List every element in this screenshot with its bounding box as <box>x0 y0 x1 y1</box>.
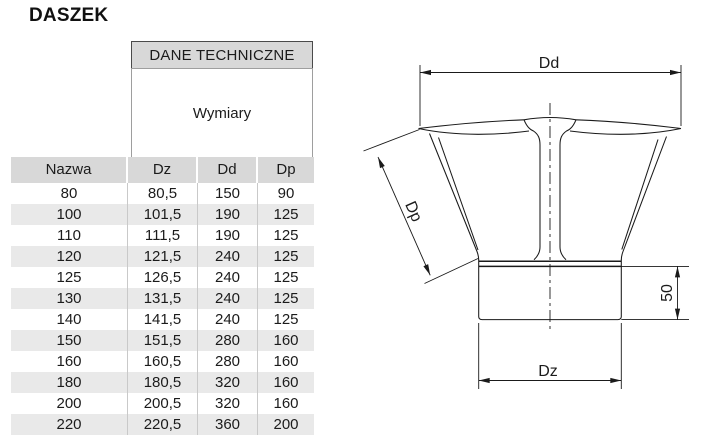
table-cell: 190 <box>198 204 258 225</box>
table-cell: 80 <box>11 183 128 204</box>
table-cell: 320 <box>198 393 258 414</box>
table-cell: 200 <box>258 414 314 435</box>
table-row: 120 121,5 240 125 <box>11 246 314 267</box>
table-cell: 141,5 <box>128 309 198 330</box>
table-cell: 150 <box>198 183 258 204</box>
base-cylinder <box>478 259 622 321</box>
dim-label-dz: Dz <box>538 363 558 380</box>
table-row: 200 200,5 320 160 <box>11 393 314 414</box>
table-row: 125 126,5 240 125 <box>11 267 314 288</box>
table-cell: 100 <box>11 204 128 225</box>
table-row: 160 160,5 280 160 <box>11 351 314 372</box>
table-row: 220 220,5 360 200 <box>11 414 314 435</box>
dim-label-dp: Dp <box>401 199 425 225</box>
dim-label-50: 50 <box>659 284 676 302</box>
table-header-row: Nazwa Dz Dd Dp <box>11 157 314 183</box>
table-cell: 121,5 <box>128 246 198 267</box>
table-cell: 151,5 <box>128 330 198 351</box>
table-grid: Nazwa Dz Dd Dp 80 80,5 150 90 100 101,5 … <box>11 157 314 435</box>
dimension-dp: Dp <box>363 129 479 284</box>
table-cell: 160 <box>258 372 314 393</box>
table-cell: 140 <box>11 309 128 330</box>
technical-diagram: Dd 50 Dz <box>363 55 689 389</box>
column-header-dp: Dp <box>258 157 314 183</box>
table-cell: 101,5 <box>128 204 198 225</box>
table-cell: 160,5 <box>128 351 198 372</box>
table-row: 80 80,5 150 90 <box>11 183 314 204</box>
table-body: 80 80,5 150 90 100 101,5 190 125 110 111… <box>11 183 314 435</box>
table-cell: 130 <box>11 288 128 309</box>
table-cell: 240 <box>198 309 258 330</box>
cone-sides <box>429 133 667 261</box>
table-cell: 125 <box>258 267 314 288</box>
table-cell: 190 <box>198 225 258 246</box>
column-header-nazwa: Nazwa <box>11 157 128 183</box>
table-cell: 360 <box>198 414 258 435</box>
table-row: 110 111,5 190 125 <box>11 225 314 246</box>
table-cell: 90 <box>258 183 314 204</box>
table-cell: 180 <box>11 372 128 393</box>
table-cell: 280 <box>198 330 258 351</box>
dimension-50: 50 <box>621 265 689 321</box>
dimension-dd: Dd <box>419 55 682 126</box>
cap-outline <box>418 116 682 261</box>
table-cell: 160 <box>11 351 128 372</box>
column-header-dd: Dd <box>198 157 258 183</box>
table-row: 150 151,5 280 160 <box>11 330 314 351</box>
table-cell: 220,5 <box>128 414 198 435</box>
page-title: DASZEK <box>29 5 109 26</box>
dim-label-dd: Dd <box>539 55 559 72</box>
table-cell: 180,5 <box>128 372 198 393</box>
table-cell: 111,5 <box>128 225 198 246</box>
table-subheader: Wymiary <box>131 68 313 158</box>
table-cell: 125 <box>258 288 314 309</box>
table-row: 100 101,5 190 125 <box>11 204 314 225</box>
table-cell: 125 <box>258 246 314 267</box>
table-cell: 200 <box>11 393 128 414</box>
column-header-dz: Dz <box>128 157 198 183</box>
table-cell: 120 <box>11 246 128 267</box>
table-cell: 240 <box>198 246 258 267</box>
table-row: 130 131,5 240 125 <box>11 288 314 309</box>
table-row: 140 141,5 240 125 <box>11 309 314 330</box>
table-cell: 150 <box>11 330 128 351</box>
table-group-header: DANE TECHNICZNE <box>131 41 313 69</box>
table-cell: 125 <box>258 309 314 330</box>
table-cell: 160 <box>258 330 314 351</box>
table-cell: 280 <box>198 351 258 372</box>
table-cell: 320 <box>198 372 258 393</box>
table-cell: 160 <box>258 393 314 414</box>
table-cell: 240 <box>198 267 258 288</box>
table-cell: 126,5 <box>128 267 198 288</box>
table-row: 180 180,5 320 160 <box>11 372 314 393</box>
table-cell: 240 <box>198 288 258 309</box>
table-cell: 160 <box>258 351 314 372</box>
dimension-dz: Dz <box>478 323 622 389</box>
table-cell: 200,5 <box>128 393 198 414</box>
table-cell: 125 <box>11 267 128 288</box>
table-cell: 125 <box>258 204 314 225</box>
table-cell: 110 <box>11 225 128 246</box>
table-cell: 220 <box>11 414 128 435</box>
table-cell: 131,5 <box>128 288 198 309</box>
table-cell: 125 <box>258 225 314 246</box>
table-cell: 80,5 <box>128 183 198 204</box>
